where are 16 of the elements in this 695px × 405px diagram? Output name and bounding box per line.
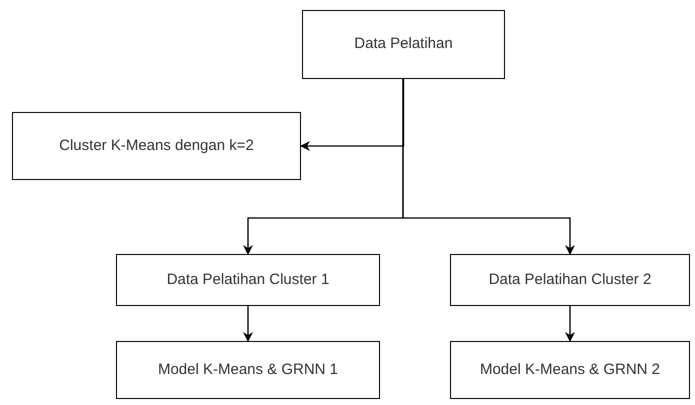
box-label: Model K-Means & GRNN 2 — [480, 360, 660, 380]
box-label: Data Pelatihan Cluster 1 — [166, 270, 330, 290]
process-box — [116, 341, 380, 399]
arrow — [300, 79, 404, 151]
arrow — [243, 306, 253, 342]
box-label: Data Pelatihan Cluster 2 — [488, 270, 652, 290]
process-box — [450, 341, 690, 399]
box-label: Data Pelatihan — [354, 34, 453, 54]
process-box — [450, 254, 690, 306]
arrow — [402, 79, 575, 255]
arrow — [565, 306, 575, 342]
process-box — [116, 254, 380, 306]
box-label: Model K-Means & GRNN 1 — [158, 360, 338, 380]
process-box — [302, 10, 505, 79]
process-box — [12, 112, 301, 180]
box-label: Cluster K-Means dengan k=2 — [59, 136, 254, 156]
